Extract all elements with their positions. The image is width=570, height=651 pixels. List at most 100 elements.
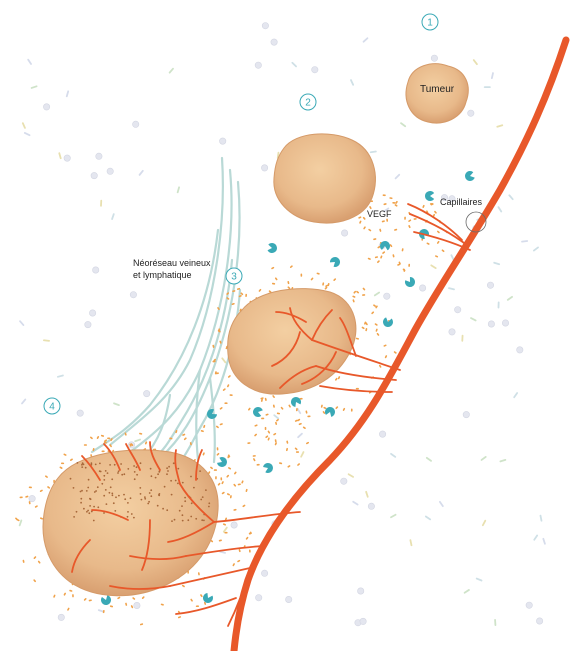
tumor-texture-dot [118,495,120,497]
vegf-dot [238,483,241,485]
tumor-texture-dot [171,520,173,522]
vegf-dot [296,408,298,411]
vegf-dot [327,283,329,286]
background-speck [27,58,32,65]
label-neoreseau: Néoréseau veineux et lymphatique [133,257,211,281]
background-speck [365,491,369,498]
tumor-texture-dot [103,475,105,477]
tumor-texture-dot [164,486,166,488]
vegf-dot [383,203,386,205]
vegf-dot [101,451,104,453]
tumor-texture-dot [105,470,107,472]
vegf-dot [117,596,121,599]
background-cell [261,165,267,171]
vegf-dot [203,425,206,429]
tumor-texture-dot [141,499,143,501]
vegf-dot [368,258,372,261]
vegf-dot [219,423,223,426]
background-cell [93,267,99,273]
vegf-dot [383,194,386,196]
tumor-texture-dot [111,478,113,480]
vegf-dot [394,204,398,207]
background-speck [533,534,538,541]
vegf-dot [363,217,366,220]
vegf-dot [182,585,186,588]
tumor-texture-dot [184,497,186,499]
background-speck [350,79,355,86]
vegf-dot [227,384,230,388]
step-2-number: 2 [305,98,311,109]
step-4-marker: 4 [44,398,60,414]
vegf-dot [223,523,227,526]
tumor-texture-dot [166,467,168,469]
tumor-texture-dot [105,489,107,491]
background-speck [22,122,26,129]
vegf-dot [184,437,187,440]
background-cell [468,110,474,116]
tumor-texture-dot [173,462,175,464]
vegf-dot [287,465,291,468]
tumor-texture-dot [120,463,122,465]
vegf-dot [33,579,36,582]
vegf-dot [338,376,341,380]
vegf-dot [84,598,87,601]
tumor-texture-dot [83,508,85,510]
background-speck [370,151,377,154]
tumor-texture-dot [190,516,192,518]
tumor-texture-dot [86,511,88,513]
vegf-dot [201,430,205,432]
background-speck [390,453,397,458]
tumor-texture-dot [127,511,129,513]
vegf-dot [371,311,374,314]
background-speck [498,301,500,308]
background-speck [430,264,437,269]
vegf-dot [254,424,258,427]
tumor-texture-dot [182,482,184,484]
vegf-dot [242,504,246,507]
background-speck [409,539,412,546]
tumor-texture-dot [73,487,75,489]
vegf-dot [392,254,394,257]
tumor-texture-dot [103,512,105,514]
vegf-dot [373,238,376,240]
receptor-icon [253,407,263,417]
background-cell [449,329,455,335]
vegf-dot [125,603,127,607]
vegf-dot [245,294,247,297]
vegf-dot [256,464,259,466]
tumor-texture-dot [110,486,112,488]
background-cell [77,410,83,416]
background-cell [526,602,532,608]
background-speck [521,240,528,243]
tumor-texture-dot [88,512,90,514]
vegf-dot [306,442,310,445]
vegf-dot [248,407,251,411]
vegf-dot [267,437,270,441]
vegf-dot [265,435,269,438]
background-speck [362,37,368,43]
vegf-dot [40,489,44,492]
vegf-dot [408,264,410,267]
tumor-texture-dot [117,472,119,474]
vegf-dot [232,563,235,567]
vegf-dot [321,404,323,407]
tumor-texture-dot [114,510,116,512]
tumor-texture-dot [127,516,129,518]
vegf-dot [356,338,359,340]
vegf-dot [101,435,105,437]
vegf-dot [310,277,313,280]
tumor-texture-dot [184,500,186,502]
vegf-dot [279,462,282,464]
vegf-dot [430,203,433,205]
vegf-dot [161,603,165,605]
vegf-dot [382,251,386,254]
receptor-icon [101,595,111,605]
background-speck [476,577,483,581]
tumor-texture-dot [162,508,164,510]
background-cell [130,292,136,298]
label-tumeur: Tumeur [420,84,454,96]
vegf-dot [216,453,219,456]
vegf-dot [224,402,227,404]
vegf-dot [140,623,143,625]
